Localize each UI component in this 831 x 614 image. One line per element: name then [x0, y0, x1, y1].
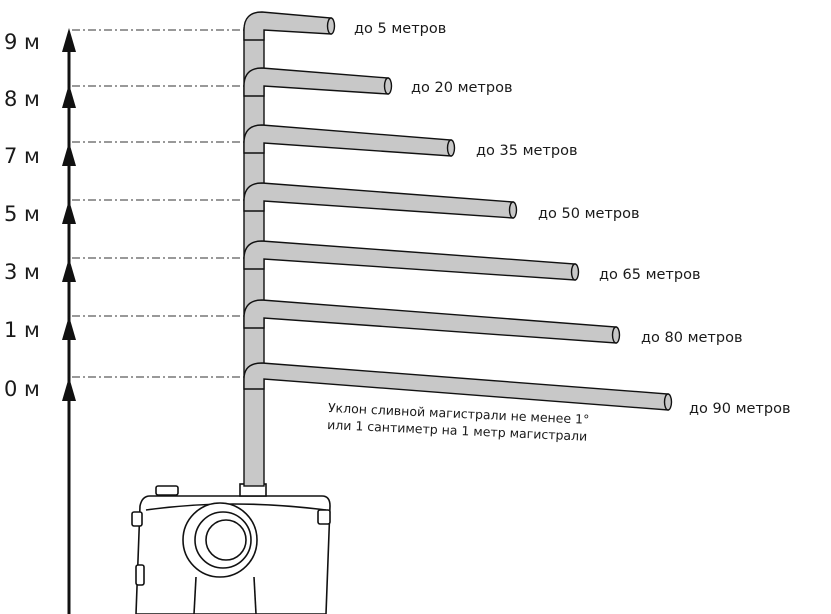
- distance-label: до 90 метров: [689, 401, 791, 417]
- arrowhead-7m: [62, 142, 76, 166]
- pipe-branch-7m: [243, 124, 452, 157]
- pump-left-latch: [131, 511, 143, 527]
- level-label: 0 м: [4, 377, 40, 401]
- reference-lines: [72, 29, 258, 378]
- arrowhead-9m: [62, 28, 76, 52]
- distance-label: до 20 метров: [411, 80, 513, 96]
- pump-panel-line-left: [193, 576, 197, 614]
- pump-inlet-inner: [205, 519, 247, 561]
- level-label: 8 м: [4, 87, 40, 111]
- distance-label: до 5 метров: [354, 21, 446, 37]
- arrowhead-5m: [62, 200, 76, 224]
- pump-side-port: [135, 564, 145, 586]
- level-label: 9 м: [4, 30, 40, 54]
- level-labels: 9 м 8 м 7 м 5 м 3 м 1 м 0 м: [4, 30, 40, 401]
- pump-panel-line-right: [253, 576, 257, 614]
- distance-labels: до 5 метров до 20 метров до 35 метров до…: [354, 21, 791, 417]
- pump-lid: [145, 503, 327, 511]
- pipe-branch-9m: [243, 11, 332, 41]
- pipe-end-7m: [446, 139, 456, 157]
- pipe-end-0m: [663, 393, 673, 411]
- pipe-end-8m: [383, 77, 393, 95]
- level-label: 5 м: [4, 202, 40, 226]
- pipes: [243, 11, 673, 487]
- level-label: 1 м: [4, 318, 40, 342]
- level-label: 7 м: [4, 144, 40, 168]
- distance-label: до 65 метров: [599, 267, 701, 283]
- pump-right-latch: [317, 509, 331, 525]
- arrowhead-0m: [62, 377, 76, 401]
- arrowhead-8m: [62, 84, 76, 108]
- pipe-end-3m: [570, 263, 580, 281]
- pipe-branch-0m: [243, 362, 669, 411]
- distance-label: до 50 метров: [538, 206, 640, 222]
- pump-top-button: [155, 485, 179, 496]
- pipe-branch-8m: [243, 67, 389, 97]
- axis-arrowheads: [62, 28, 76, 401]
- pump-unit: [131, 483, 331, 614]
- arrowhead-1m: [62, 316, 76, 340]
- pipe-end-1m: [611, 326, 621, 344]
- pipe-branch-5m: [243, 182, 514, 219]
- level-label: 3 м: [4, 260, 40, 284]
- pipe-end-5m: [508, 201, 518, 219]
- distance-label: до 80 метров: [641, 330, 743, 346]
- pipe-end-9m: [326, 17, 336, 35]
- distance-label: до 35 метров: [476, 143, 578, 159]
- arrowhead-3m: [62, 258, 76, 282]
- pipe-branch-3m: [243, 240, 576, 281]
- slope-note: Уклон сливной магистрали не менее 1° или…: [327, 400, 590, 444]
- pipe-branch-1m: [243, 299, 617, 344]
